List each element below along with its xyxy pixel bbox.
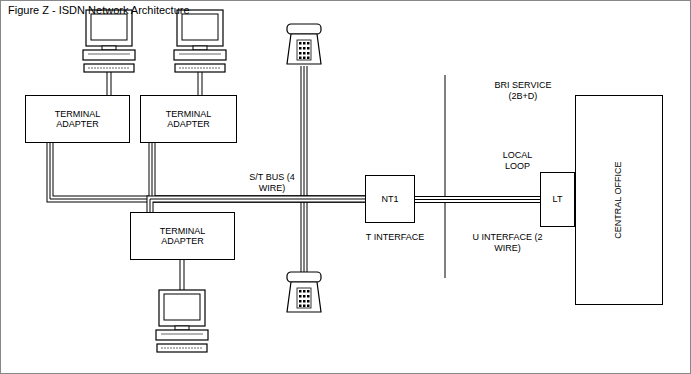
figure-title: Figure Z - ISDN Network Architecture	[8, 4, 190, 16]
terminal-adapter-box: TERMINAL ADAPTER	[25, 95, 130, 143]
annotation-label: U INTERFACE (2 WIRE)	[470, 232, 545, 254]
node-text: TERMINAL ADAPTER	[153, 109, 225, 130]
annotation-label: LOCAL LOOP	[495, 150, 540, 172]
computer-icon	[156, 290, 208, 352]
bus-connector	[415, 199, 540, 200]
annotation-label: S/T BUS (4 WIRE)	[246, 172, 298, 194]
nt1-box: NT1	[365, 175, 415, 223]
terminal-adapter-box: TERMINAL ADAPTER	[130, 212, 235, 260]
node-text: NT1	[381, 194, 398, 204]
annotation-label: BRI SERVICE (2B+D)	[488, 80, 558, 102]
demarcation-line	[445, 75, 446, 278]
terminal-adapter-box: TERMINAL ADAPTER	[140, 95, 237, 143]
telephone-icon	[287, 24, 321, 64]
node-text: LT	[553, 194, 563, 204]
computer-icon	[174, 10, 226, 72]
node-text: TERMINAL ADAPTER	[147, 226, 219, 247]
node-text: CENTRAL OFFICE	[614, 161, 624, 238]
central-office-box: CENTRAL OFFICE	[575, 95, 663, 305]
bus-connector	[150, 199, 365, 212]
lt-box: LT	[540, 172, 575, 227]
phone-wire	[304, 66, 305, 272]
telephone-icon	[287, 272, 321, 312]
annotation-label: T INTERFACE	[360, 232, 430, 243]
node-text: TERMINAL ADAPTER	[42, 109, 114, 130]
bus-connector	[152, 143, 365, 199]
computer-icon	[83, 10, 135, 72]
bus-connector	[50, 143, 365, 199]
